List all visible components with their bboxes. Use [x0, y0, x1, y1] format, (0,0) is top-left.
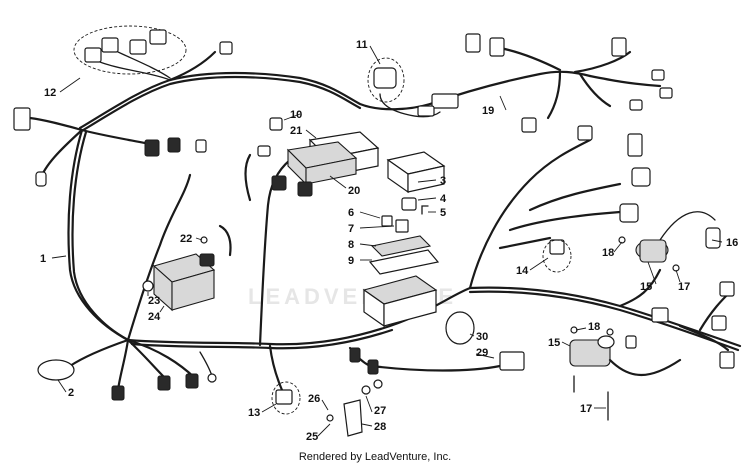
- callout-29: 29: [476, 347, 488, 359]
- callout-23: 23: [148, 295, 160, 307]
- callout-22: 22: [180, 233, 192, 245]
- callout-19: 19: [482, 105, 494, 117]
- callout-30: 30: [476, 331, 488, 343]
- callout-18a: 18: [602, 247, 614, 259]
- callout-4: 4: [440, 193, 447, 205]
- callout-17b: 17: [580, 403, 592, 415]
- component-ecu-21: [257, 117, 380, 197]
- callouts: 1 2 3 4 5 6 7 8 9 10 11 12 13 14 15 15 1…: [40, 39, 738, 443]
- callout-18b: 18: [588, 321, 600, 333]
- callout-7: 7: [348, 223, 354, 235]
- component-connectors-19: [465, 33, 673, 133]
- callout-2: 2: [68, 387, 74, 399]
- callout-28: 28: [374, 421, 386, 433]
- component-fuse-box: [362, 151, 446, 328]
- component-coupler-11: [367, 57, 459, 117]
- callout-1: 1: [40, 253, 46, 265]
- callout-20: 20: [348, 185, 360, 197]
- callout-13: 13: [248, 407, 260, 419]
- main-harness: [28, 46, 742, 392]
- component-coils: [569, 227, 735, 421]
- callout-14: 14: [516, 265, 529, 277]
- callout-26: 26: [308, 393, 320, 405]
- callout-3: 3: [440, 175, 446, 187]
- callout-10: 10: [290, 109, 302, 121]
- callout-8: 8: [348, 239, 354, 251]
- callout-12: 12: [44, 87, 56, 99]
- component-misc-bottom: [37, 311, 525, 415]
- footer-credit: Rendered by LeadVenture, Inc.: [298, 451, 452, 463]
- component-relays-12: [73, 25, 233, 81]
- callout-24: 24: [148, 311, 161, 323]
- callout-5: 5: [440, 207, 446, 219]
- callout-9: 9: [348, 255, 354, 267]
- callout-16: 16: [726, 237, 738, 249]
- component-right-connectors: [542, 125, 651, 273]
- callout-15a: 15: [640, 281, 652, 293]
- component-sensor-28: [326, 379, 383, 437]
- callout-11: 11: [356, 39, 368, 51]
- component-connector-left: [13, 107, 207, 187]
- callout-27: 27: [374, 405, 386, 417]
- callout-6: 6: [348, 207, 354, 219]
- callout-15b: 15: [548, 337, 560, 349]
- callout-21: 21: [290, 125, 302, 137]
- component-regulator-24: [142, 236, 216, 312]
- callout-17a: 17: [678, 281, 690, 293]
- callout-25: 25: [306, 431, 318, 443]
